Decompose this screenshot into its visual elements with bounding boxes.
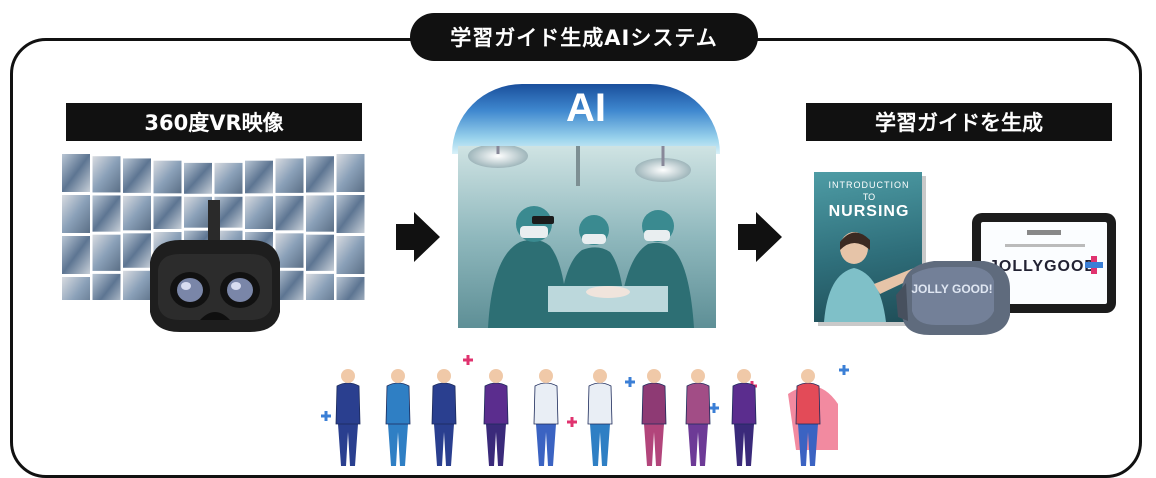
system-title: 学習ガイド生成AIシステム bbox=[410, 13, 758, 61]
video-tile bbox=[123, 158, 151, 193]
video-tile bbox=[153, 160, 182, 194]
generate-guide-label: 学習ガイドを生成 bbox=[806, 103, 1112, 141]
surgery-scene-image bbox=[458, 146, 716, 328]
video-tile bbox=[62, 195, 90, 233]
jollygood-vr-headset-image: JOLLY GOOD! bbox=[896, 261, 1010, 335]
tablet-heading-bar bbox=[1027, 230, 1061, 235]
video-tile bbox=[275, 270, 304, 300]
video-tile bbox=[92, 273, 121, 300]
person-figure bbox=[431, 369, 457, 466]
book-title-line-2: TO bbox=[862, 192, 876, 202]
video-tile bbox=[336, 154, 365, 192]
person-figure bbox=[335, 369, 361, 466]
person-figure bbox=[641, 369, 667, 466]
person-figure bbox=[385, 369, 411, 466]
video-tile bbox=[245, 196, 273, 229]
person-figure bbox=[795, 369, 821, 466]
arrow-right-icon bbox=[396, 212, 440, 262]
video-tile bbox=[306, 234, 334, 271]
video-tile bbox=[336, 277, 365, 300]
video-tile bbox=[62, 154, 90, 192]
person-figure bbox=[587, 369, 613, 466]
plus-logo-icon bbox=[1085, 256, 1103, 274]
arrow-right-icon bbox=[738, 212, 782, 262]
plus-icon bbox=[463, 355, 473, 365]
video-tile bbox=[123, 195, 151, 231]
plus-icon bbox=[709, 403, 719, 413]
ai-dome bbox=[452, 84, 720, 154]
vr-video-label: 360度VR映像 bbox=[66, 103, 362, 141]
video-tile bbox=[306, 195, 334, 232]
video-tile bbox=[62, 236, 90, 274]
video-tile bbox=[306, 273, 334, 300]
jollygood-logo: JOLLYGOOD bbox=[989, 258, 1097, 275]
person-figure bbox=[685, 369, 711, 466]
plus-icon bbox=[839, 365, 849, 375]
video-tile bbox=[275, 233, 304, 268]
video-tile bbox=[245, 160, 273, 194]
video-tile bbox=[123, 233, 151, 268]
book-title-line-3: NURSING bbox=[828, 203, 910, 220]
video-tile bbox=[275, 195, 304, 231]
ai-label: AI bbox=[566, 86, 606, 130]
video-tile bbox=[184, 196, 212, 228]
video-tile bbox=[275, 158, 304, 193]
video-tile bbox=[153, 196, 182, 229]
video-tile bbox=[92, 156, 121, 193]
video-tile bbox=[336, 236, 365, 274]
plus-icon bbox=[625, 377, 635, 387]
video-tile bbox=[336, 195, 365, 233]
people-illustration bbox=[321, 355, 849, 466]
video-tile bbox=[92, 234, 121, 271]
video-tile bbox=[214, 162, 243, 194]
video-tile bbox=[62, 277, 90, 300]
person-figure bbox=[483, 369, 509, 466]
plus-icon bbox=[567, 417, 577, 427]
headset-brand-text: JOLLY GOOD! bbox=[911, 282, 992, 296]
person-figure bbox=[533, 369, 559, 466]
vr-headset-image bbox=[150, 200, 280, 332]
nursing-book-image: INTRODUCTION TO NURSING bbox=[814, 172, 922, 322]
video-tile bbox=[123, 270, 151, 300]
tablet-subtitle-bar bbox=[1005, 244, 1085, 247]
plus-icon bbox=[321, 411, 331, 421]
book-title-line-1: INTRODUCTION bbox=[828, 180, 910, 190]
video-tile bbox=[92, 195, 121, 232]
video-tile bbox=[184, 162, 212, 194]
video-tile bbox=[306, 156, 334, 193]
person-figure bbox=[731, 369, 757, 466]
